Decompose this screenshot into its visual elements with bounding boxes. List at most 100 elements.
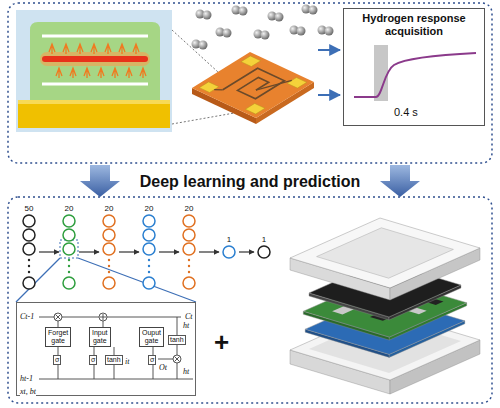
top-frame bbox=[290, 218, 480, 300]
neuron bbox=[23, 229, 35, 241]
neuron-stack bbox=[100, 214, 118, 290]
heat-arrow bbox=[63, 44, 69, 54]
cell-wire bbox=[94, 347, 95, 355]
activation-box: tanh bbox=[105, 355, 123, 365]
layer-column: 1 bbox=[220, 235, 238, 259]
layer-connector bbox=[79, 251, 99, 252]
state-label: Ct-1 bbox=[20, 312, 34, 321]
h-atom bbox=[239, 7, 248, 16]
art-rect bbox=[16, 10, 172, 132]
ellipsis-dot bbox=[108, 265, 110, 267]
layer-size: 20 bbox=[140, 204, 158, 214]
layer-size: 20 bbox=[60, 204, 78, 214]
zoom-line bbox=[16, 258, 60, 302]
flow-arrow bbox=[80, 165, 120, 197]
bottom-panel bbox=[8, 197, 492, 403]
h2-molecule bbox=[254, 30, 270, 40]
zoom-line bbox=[172, 112, 240, 124]
layer-connector bbox=[159, 251, 179, 252]
neuron bbox=[183, 277, 195, 289]
ellipsis-dot bbox=[28, 259, 30, 261]
heat-arrow bbox=[126, 68, 132, 78]
h-atom bbox=[309, 6, 318, 15]
ellipsis-dot bbox=[108, 259, 110, 261]
heat-arrow bbox=[49, 44, 55, 54]
layer-connector bbox=[199, 251, 219, 252]
heat-arrow bbox=[70, 68, 76, 78]
ellipsis-dot bbox=[148, 259, 150, 261]
layer-size: 1 bbox=[220, 235, 238, 245]
ellipsis-dot bbox=[28, 271, 30, 273]
h2-molecule bbox=[216, 28, 232, 38]
layer-size: 20 bbox=[100, 204, 118, 214]
gate-name: Forget gate bbox=[48, 329, 68, 345]
state-label: ht-1 bbox=[20, 374, 33, 383]
neuron bbox=[63, 215, 75, 227]
heat-arrow bbox=[77, 44, 83, 54]
frame-window bbox=[317, 228, 454, 278]
h2-molecule bbox=[196, 10, 212, 20]
graph-title: Hydrogen response acquisition bbox=[344, 12, 484, 38]
ellipsis-dot bbox=[108, 271, 110, 273]
cell-wire bbox=[158, 359, 173, 360]
gate-box: Input gate bbox=[89, 327, 111, 347]
heat-arrow bbox=[112, 68, 118, 78]
gate-operator bbox=[99, 313, 107, 321]
h-atom bbox=[297, 27, 306, 36]
gate-operator bbox=[173, 355, 181, 363]
layer-column: 20 bbox=[100, 204, 118, 290]
neuron-stack bbox=[20, 214, 38, 290]
hydrogen-molecules bbox=[192, 5, 334, 50]
neuron bbox=[63, 229, 75, 241]
gate-box: Ouput gate bbox=[139, 327, 164, 347]
ellipsis-dot bbox=[188, 259, 190, 261]
activation-box: σ bbox=[89, 355, 97, 365]
contact-pad bbox=[245, 103, 265, 114]
state-label: xt, bt bbox=[20, 387, 36, 396]
exploded-device bbox=[290, 218, 480, 394]
neuron bbox=[223, 246, 235, 258]
cell-wire bbox=[153, 347, 154, 355]
art-path bbox=[30, 22, 160, 100]
h-atom bbox=[325, 27, 334, 36]
layer-connector bbox=[239, 251, 254, 252]
neuron-stack bbox=[140, 214, 158, 290]
activation-box: σ bbox=[148, 355, 156, 365]
activation-box: σ bbox=[53, 355, 61, 365]
art-rect bbox=[42, 56, 148, 62]
layer-column: 20 bbox=[180, 204, 198, 290]
ellipsis-dot bbox=[188, 271, 190, 273]
heat-arrow bbox=[98, 68, 104, 78]
layer-column: 1 bbox=[255, 235, 273, 259]
neuron bbox=[63, 243, 75, 255]
response-graph: Hydrogen response acquisition 0.4 s bbox=[343, 8, 485, 126]
ellipsis-dot bbox=[68, 259, 70, 261]
h2-molecule bbox=[232, 6, 248, 16]
signal-label: it bbox=[125, 357, 129, 366]
signal-label: ht bbox=[183, 321, 189, 330]
neuron bbox=[103, 277, 115, 289]
h-atom bbox=[275, 13, 284, 22]
neuron bbox=[183, 243, 195, 255]
neuron-stack bbox=[255, 245, 273, 259]
neuron bbox=[103, 243, 115, 255]
cell-wire bbox=[114, 365, 115, 379]
time-label: 0.4 s bbox=[394, 106, 418, 118]
sensor-chip bbox=[192, 52, 314, 124]
h-atom bbox=[203, 11, 212, 20]
ellipsis-dot bbox=[148, 265, 150, 267]
art-rect bbox=[18, 100, 170, 128]
cell-wire bbox=[114, 347, 115, 355]
electrode-lead bbox=[214, 80, 292, 90]
contact-pad bbox=[199, 82, 219, 93]
art-rect bbox=[40, 52, 150, 66]
operator-circle bbox=[173, 355, 181, 363]
neuron bbox=[183, 215, 195, 227]
gate-name: Ouput gate bbox=[142, 329, 161, 345]
top-frame-top bbox=[290, 218, 480, 288]
operator-symbol bbox=[175, 357, 180, 362]
layer-column: 20 bbox=[140, 204, 158, 290]
layer-column: 20 bbox=[60, 204, 78, 290]
contact-pad bbox=[287, 78, 307, 89]
